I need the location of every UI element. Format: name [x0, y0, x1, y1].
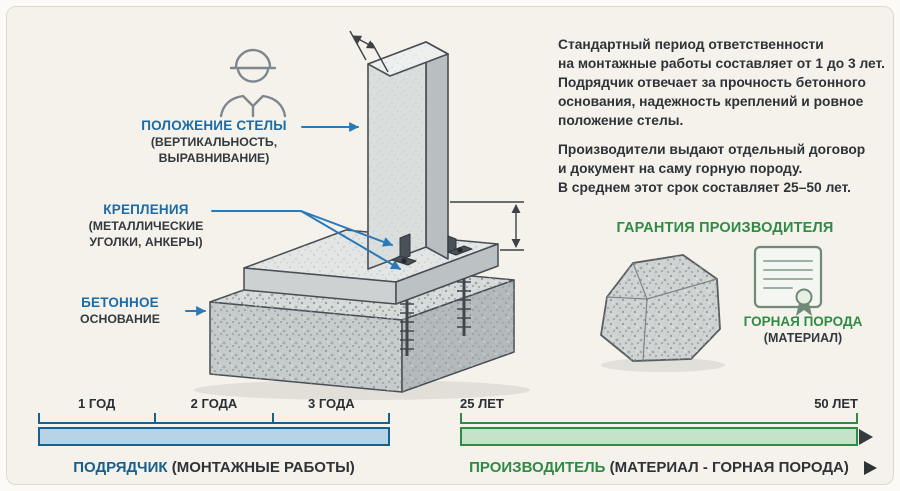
tick-label-25-years: 25 ЛЕТ	[460, 396, 504, 411]
foundation-title: БЕТОННОЕ	[81, 295, 159, 310]
timeline-arrow-icon	[859, 428, 873, 445]
timeline-manufacturer: 25 ЛЕТ 50 ЛЕТ ПРОИЗВОДИТЕЛЬ (МАТЕРИАЛ - …	[460, 396, 873, 476]
timeline-manufacturer-caption: ПРОИЗВОДИТЕЛЬ (МАТЕРИАЛ - ГОРНАЯ ПОРОДА)	[460, 459, 858, 476]
timeline-contractor: 1 ГОД 2 ГОДА 3 ГОДА ПОДРЯДЧИК (МОНТАЖНЫЕ…	[38, 396, 390, 476]
rock-label: ГОРНАЯ ПОРОДА (МАТЕРИАЛ)	[728, 314, 878, 345]
corner-arrow-icon	[864, 461, 877, 475]
timeline-manufacturer-scale	[460, 413, 858, 424]
info-text-block: Стандартный период ответственности на мо…	[558, 36, 892, 198]
leader-arrows	[185, 122, 401, 316]
fasteners-title: КРЕПЛЕНИЯ	[103, 202, 189, 217]
worker-icon	[219, 48, 287, 118]
scale-tick	[856, 413, 858, 422]
rock-subtitle: (МАТЕРИАЛ)	[763, 331, 843, 345]
angle-brackets	[391, 233, 473, 266]
installation-diagram	[185, 30, 530, 400]
scale-tick	[271, 413, 274, 422]
timeline-manufacturer-ticks: 25 ЛЕТ 50 ЛЕТ	[460, 396, 858, 413]
callout-fasteners: КРЕПЛЕНИЯ (МЕТАЛЛИЧЕСКИЕ УГОЛКИ, АНКЕРЫ)	[64, 202, 228, 250]
contractor-caption-rest: (МОНТАЖНЫЕ РАБОТЫ)	[167, 459, 355, 476]
info-paragraph-contractor: Стандартный период ответственности на мо…	[558, 37, 885, 128]
tick-label-50-years: 50 ЛЕТ	[814, 396, 858, 411]
timeline-contractor-ticks: 1 ГОД 2 ГОДА 3 ГОДА	[38, 396, 390, 413]
timeline-contractor-caption: ПОДРЯДЧИК (МОНТАЖНЫЕ РАБОТЫ)	[38, 459, 390, 476]
rock-shadow	[601, 358, 725, 372]
timeline-contractor-scale	[38, 413, 390, 424]
scale-tick	[388, 413, 390, 422]
rock-illustration	[600, 254, 721, 362]
tick-label-3-years: 3 ГОДА	[308, 396, 355, 411]
scale-tick	[154, 413, 157, 422]
fasteners-subtitle: (МЕТАЛЛИЧЕСКИЕ УГОЛКИ, АНКЕРЫ)	[88, 219, 204, 249]
dimension-height	[450, 201, 524, 251]
foundation-subtitle: ОСНОВАНИЕ	[80, 312, 160, 326]
timeline-manufacturer-bar	[460, 427, 873, 446]
stela-position-subtitle: (ВЕРТИКАЛЬНОСТЬ, ВЫРАВНИВАНИЕ)	[150, 135, 278, 165]
callout-stela-position: ПОЛОЖЕНИЕ СТЕЛЫ (ВЕРТИКАЛЬНОСТЬ, ВЫРАВНИ…	[128, 118, 300, 166]
tick-label-2-years: 2 ГОДА	[190, 396, 238, 411]
dimension-thickness	[349, 30, 389, 73]
manufacturer-caption-rest: (МАТЕРИАЛ - ГОРНАЯ ПОРОДА)	[605, 459, 849, 476]
stela	[367, 41, 449, 270]
rock-and-certificate	[600, 245, 823, 372]
scale-tick	[38, 413, 40, 422]
rock-title: ГОРНАЯ ПОРОДА	[743, 314, 863, 329]
info-paragraph-manufacturer: Производители выдают отдельный договор и…	[558, 142, 866, 196]
ground-shadow	[194, 380, 530, 400]
tick-label-1-year: 1 ГОД	[78, 396, 116, 411]
contractor-caption-bold: ПОДРЯДЧИК	[73, 459, 168, 476]
callout-foundation: БЕТОННОЕ ОСНОВАНИЕ	[58, 295, 182, 328]
manufacturer-warranty-heading: ГАРАНТИЯ ПРОИЗВОДИТЕЛЯ	[616, 220, 834, 236]
manufacturer-caption-bold: ПРОИЗВОДИТЕЛЬ	[469, 459, 606, 476]
scale-tick	[460, 413, 462, 422]
certificate-icon	[753, 245, 823, 316]
stela-position-title: ПОЛОЖЕНИЕ СТЕЛЫ	[141, 118, 287, 133]
timeline-contractor-bar	[38, 427, 390, 446]
